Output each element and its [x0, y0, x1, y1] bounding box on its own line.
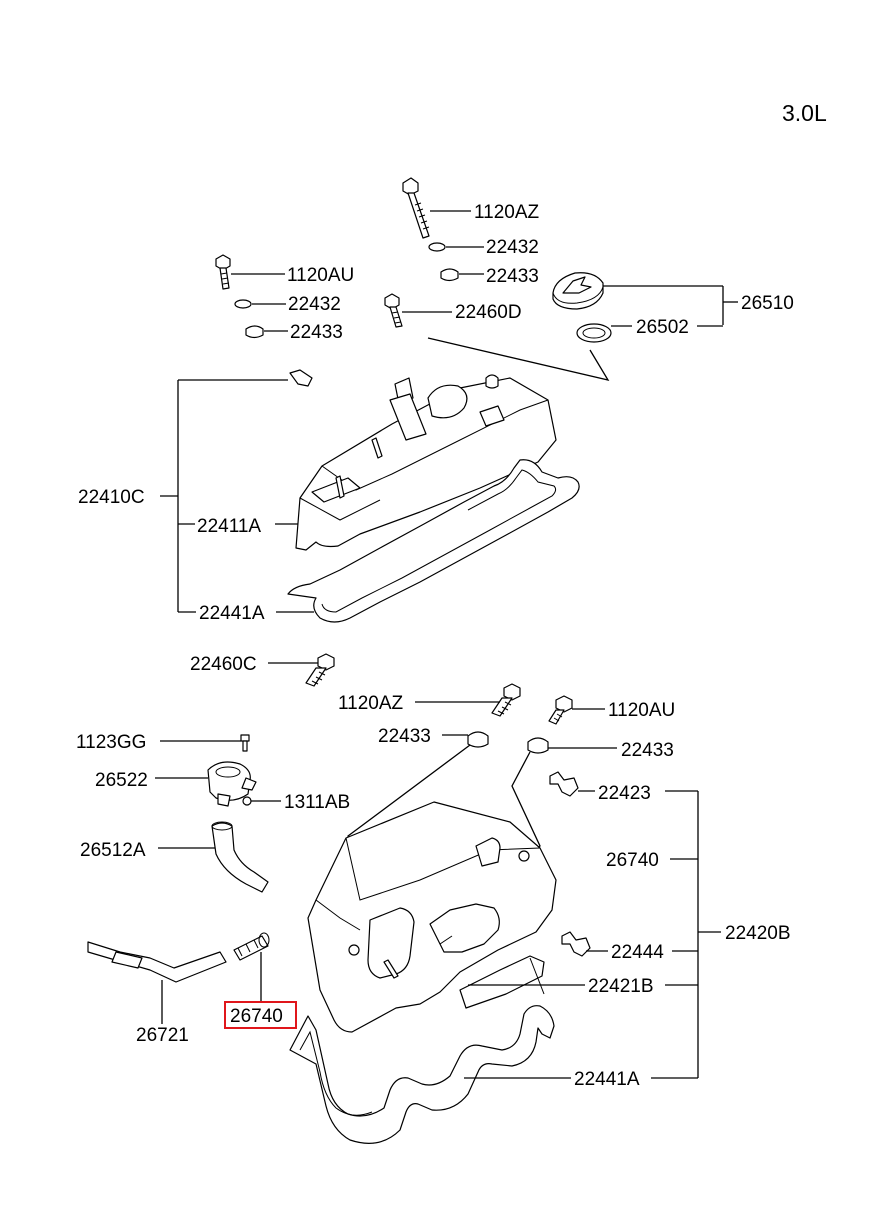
callout-26510: 26510	[741, 293, 794, 314]
connector-26740-icon	[233, 932, 270, 961]
callout-1123gg: 1123GG	[76, 732, 146, 753]
callout-26721: 26721	[136, 1025, 189, 1046]
callout-1120az-top: 1120AZ	[474, 202, 540, 223]
grommet-22433-left-icon	[245, 325, 264, 339]
callout-1311ab: 1311AB	[284, 792, 350, 813]
rocker-cover-22421b-icon	[307, 801, 557, 1033]
gasket-22441a-lower-icon	[289, 957, 555, 1144]
callout-22423: 22423	[598, 783, 651, 804]
callout-26740-bracket: 26740	[606, 850, 659, 871]
callout-22433-right: 22433	[486, 266, 539, 287]
callout-26512a: 26512A	[80, 840, 146, 861]
callout-22444: 22444	[611, 942, 664, 963]
clip-upper-icon	[289, 369, 313, 387]
bolt-1120au-left-icon	[215, 254, 231, 290]
grommet-22433-right-icon	[440, 268, 459, 282]
o-ring-26502-icon	[576, 323, 612, 343]
bolt-22460d-icon	[384, 293, 403, 328]
callout-22460d: 22460D	[455, 302, 522, 323]
oil-filler-cap-26510-icon	[552, 272, 604, 310]
callout-22410c: 22410C	[78, 487, 145, 508]
hose-26721-icon	[87, 941, 227, 983]
highlight-box-26740	[224, 1001, 297, 1029]
engine-label: 3.0L	[782, 100, 827, 126]
bolt-1120au-right-icon	[548, 695, 573, 725]
callout-22411a: 22411A	[197, 516, 261, 537]
bolt-22460c-icon	[305, 653, 335, 687]
grommet-22433-lower-left-icon	[467, 731, 489, 748]
callout-22421b: 22421B	[588, 976, 654, 997]
clip-22423-icon	[549, 771, 579, 797]
callout-22441a-upper: 22441A	[199, 603, 265, 624]
callout-22460c: 22460C	[190, 654, 257, 675]
callout-22420b: 22420B	[725, 923, 791, 944]
callout-22432-left: 22432	[288, 294, 341, 315]
nut-1311ab-icon	[242, 796, 252, 806]
callout-22441a-lower: 22441A	[574, 1069, 640, 1090]
callout-22433-left: 22433	[290, 322, 343, 343]
callout-22432-right: 22432	[486, 237, 539, 258]
clip-22444-icon	[561, 931, 591, 957]
callout-26740-highlighted[interactable]: 26740	[230, 1006, 283, 1027]
callout-22433-lower-right: 22433	[621, 740, 674, 761]
washer-22432-left-icon	[234, 299, 252, 309]
bolt-1120az-lower-icon	[491, 683, 521, 717]
hose-26512a-icon	[211, 821, 269, 893]
callout-1120az-lower: 1120AZ	[338, 693, 404, 714]
washer-22432-right-icon	[428, 242, 446, 252]
callout-22433-lower-left: 22433	[378, 726, 431, 747]
gasket-22441a-upper-icon	[287, 459, 580, 623]
callout-26522: 26522	[95, 770, 148, 791]
callout-1120au-right: 1120AU	[608, 700, 675, 721]
pcv-valve-26522-icon	[207, 761, 257, 807]
callout-1120au-left: 1120AU	[287, 265, 354, 286]
callout-26502: 26502	[636, 317, 689, 338]
bolt-1120az-top-icon	[402, 177, 430, 239]
bolt-1123gg-icon	[240, 734, 250, 752]
grommet-22433-lower-right-icon	[527, 737, 549, 754]
rocker-cover-22411a-icon	[295, 374, 557, 551]
